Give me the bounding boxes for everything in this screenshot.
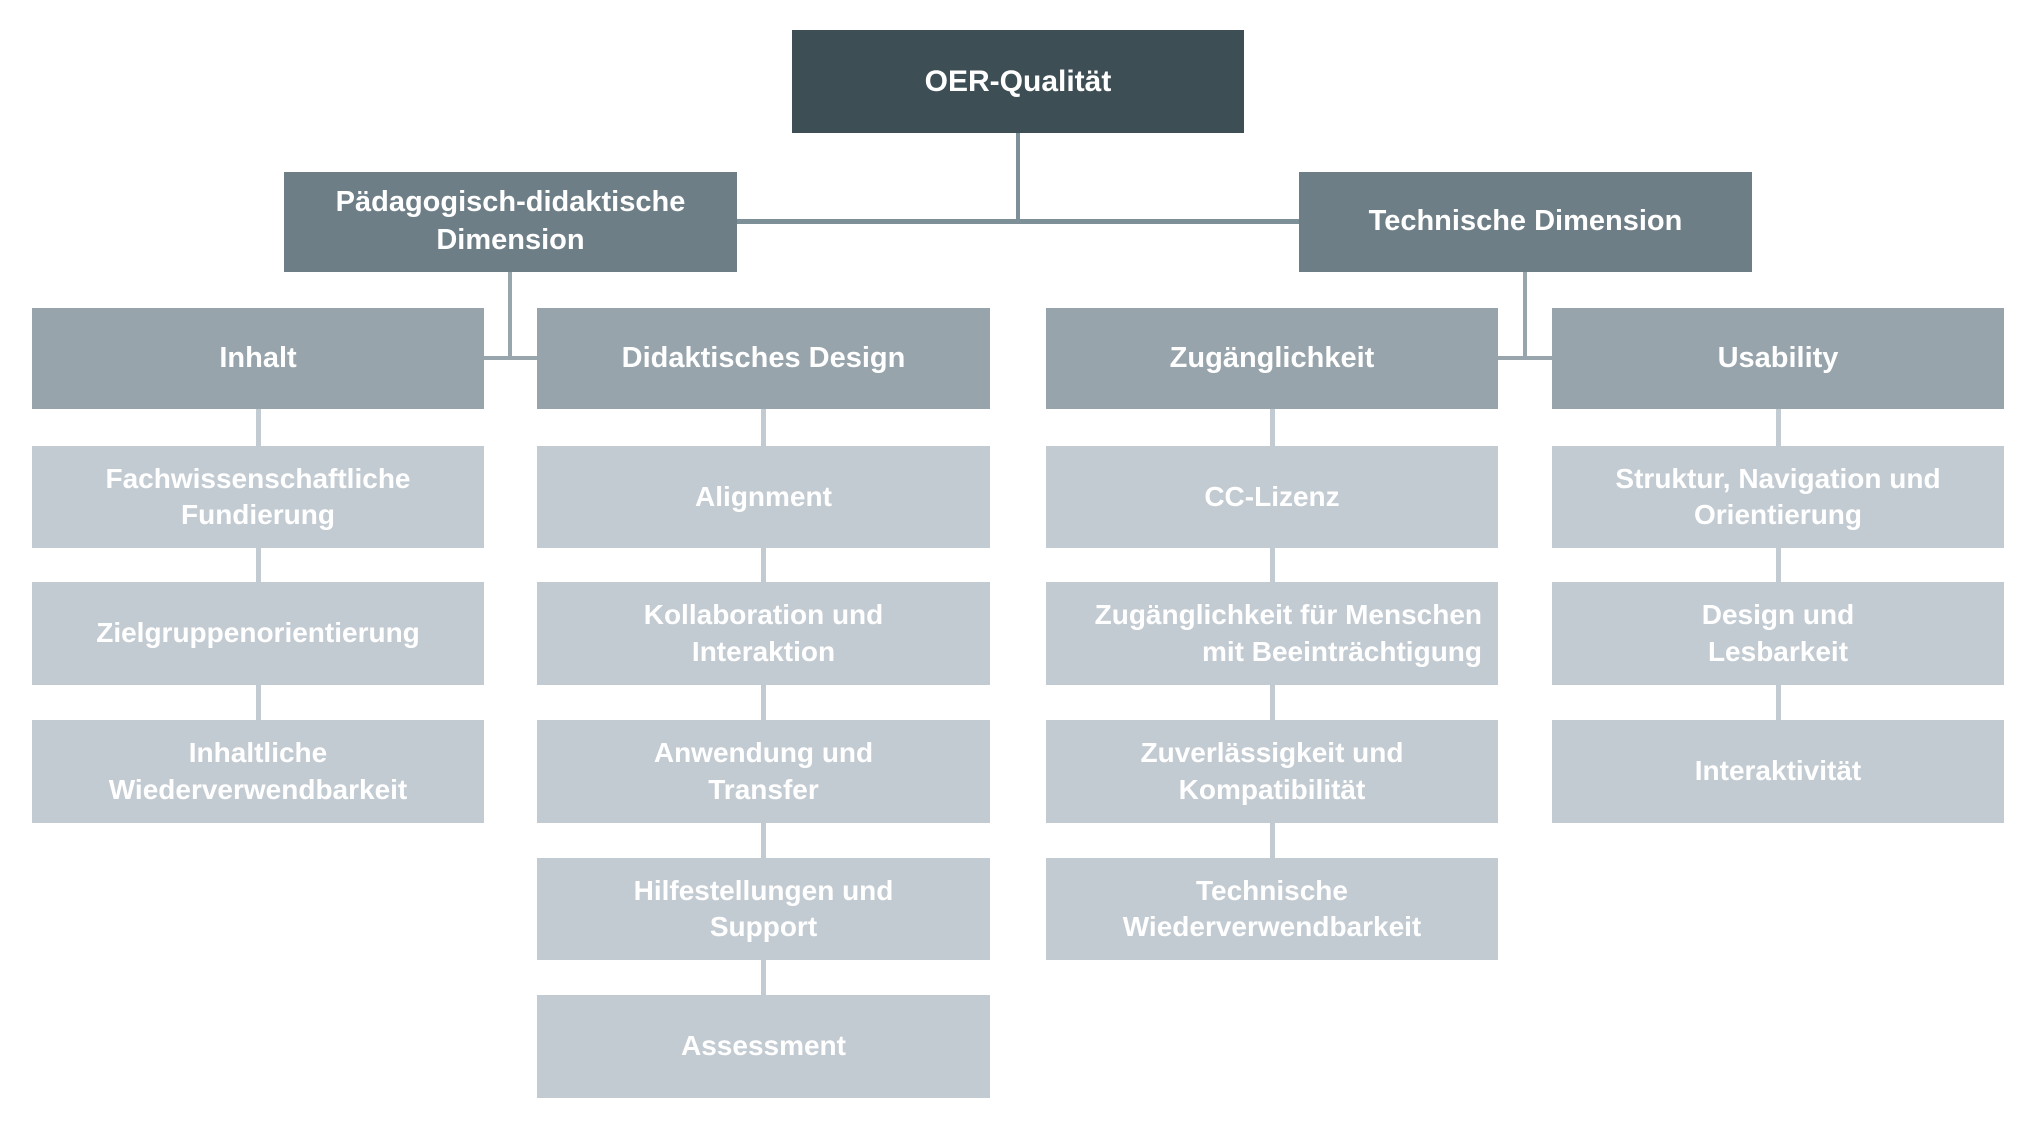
- connector-col4-seg1: [1776, 409, 1781, 446]
- connector-paedagogisch-branch: [484, 356, 537, 360]
- node-zugaenglichkeit: Zugänglichkeit: [1046, 308, 1498, 409]
- connector-col1-seg2: [256, 548, 261, 582]
- connector-col2-seg5: [761, 960, 766, 995]
- node-kollaboration-und-interaktion: Kollaboration und Interaktion: [537, 582, 990, 685]
- node-usability: Usability: [1552, 308, 2004, 409]
- connector-technisch-drop: [1523, 272, 1527, 360]
- connector-col2-seg3: [761, 685, 766, 720]
- connector-col2-seg1: [761, 409, 766, 446]
- node-assessment: Assessment: [537, 995, 990, 1098]
- connector-col4-seg3: [1776, 685, 1781, 720]
- node-technische-wiederverwendbarkeit: Technische Wiederverwendbarkeit: [1046, 858, 1498, 960]
- connector-col3-seg4: [1270, 823, 1275, 858]
- node-oer-qualitaet: OER-Qualität: [792, 30, 1244, 133]
- connector-technisch-branch: [1498, 356, 1552, 360]
- connector-col3-seg3: [1270, 685, 1275, 720]
- node-alignment: Alignment: [537, 446, 990, 548]
- node-struktur-navigation-und-orientierung: Struktur, Navigation und Orientierung: [1552, 446, 2004, 548]
- node-inhalt: Inhalt: [32, 308, 484, 409]
- node-interaktivitaet: Interaktivität: [1552, 720, 2004, 823]
- node-hilfestellungen-und-support: Hilfestellungen und Support: [537, 858, 990, 960]
- node-zuverlaessigkeit-und-kompatibilitaet: Zuverlässigkeit und Kompatibilität: [1046, 720, 1498, 823]
- node-anwendung-und-transfer: Anwendung und Transfer: [537, 720, 990, 823]
- connector-root-drop: [1016, 133, 1020, 223]
- node-didaktisches-design: Didaktisches Design: [537, 308, 990, 409]
- connector-col3-seg1: [1270, 409, 1275, 446]
- connector-col3-seg2: [1270, 548, 1275, 582]
- node-fachwissenschaftliche-fundierung: Fachwissenschaftliche Fundierung: [32, 446, 484, 548]
- node-design-und-lesbarkeit: Design und Lesbarkeit: [1552, 582, 2004, 685]
- connector-col1-seg3: [256, 685, 261, 720]
- node-paedagogisch-didaktische-dimension: Pädagogisch-didaktische Dimension: [284, 172, 737, 272]
- connector-col4-seg2: [1776, 548, 1781, 582]
- node-technische-dimension: Technische Dimension: [1299, 172, 1752, 272]
- node-zielgruppenorientierung: Zielgruppenorientierung: [32, 582, 484, 685]
- node-inhaltliche-wiederverwendbarkeit: Inhaltliche Wiederverwendbarkeit: [32, 720, 484, 823]
- node-zugaenglichkeit-fuer-menschen-mit-beeintraechtigung: Zugänglichkeit für Menschen mit Beeinträ…: [1046, 582, 1498, 685]
- connector-paedagogisch-drop: [508, 272, 512, 360]
- connector-col2-seg2: [761, 548, 766, 582]
- connector-dimensions-bar: [737, 219, 1299, 224]
- node-cc-lizenz: CC-Lizenz: [1046, 446, 1498, 548]
- connector-col2-seg4: [761, 823, 766, 858]
- connector-col1-seg1: [256, 409, 261, 446]
